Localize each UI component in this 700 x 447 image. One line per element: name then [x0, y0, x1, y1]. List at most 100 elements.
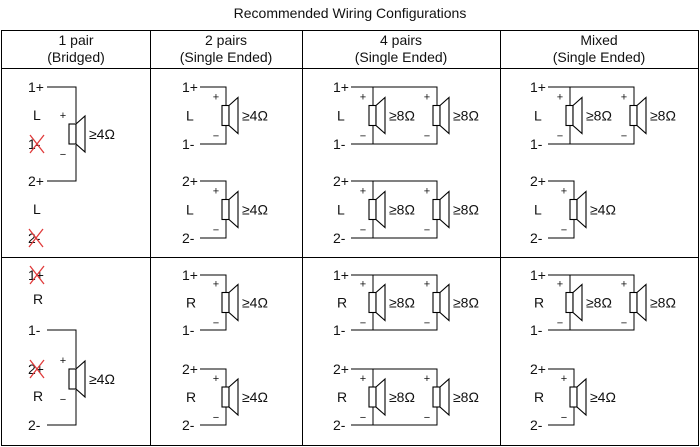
speaker-impedance-label: ≥4Ω [242, 108, 268, 124]
table-border [1, 30, 699, 446]
speaker-impedance-label: ≥4Ω [89, 371, 115, 387]
two-pair-L2-minus-terminal: 2- [182, 230, 195, 246]
speaker-minus-sign: − [424, 131, 430, 143]
speaker-magnet-icon [432, 198, 441, 221]
bridged-L-1plus-terminal: 1+ [28, 79, 44, 95]
four-pair-L2-minus-terminal: 2- [333, 230, 346, 246]
speaker-plus-sign: + [561, 186, 567, 198]
speaker-plus-sign: + [557, 92, 563, 104]
four-pair-R1-minus-terminal: 1- [333, 322, 346, 338]
speaker-minus-sign: − [213, 225, 219, 237]
two-pair-R2-plus-wire [200, 368, 227, 387]
speaker-magnet-icon [569, 386, 578, 408]
two-pair-R2-channel-label: R [186, 389, 196, 405]
speaker-plus-sign: + [360, 186, 366, 198]
two-pair-L2-plus-terminal: 2+ [182, 173, 198, 189]
mixed-R2-channel-label: R [534, 389, 544, 405]
col-4-header-line2: (Single Ended) [553, 49, 646, 65]
speaker-cone-icon [75, 114, 86, 154]
four-pair-L2-minus-bus-wire [351, 219, 438, 239]
speaker-minus-sign: − [60, 149, 66, 161]
mixed-R1-speaker-b [629, 283, 647, 322]
four-pair-R1-channel-label: R [337, 295, 347, 311]
four-pair-R1-minus-bus-wire [351, 312, 438, 331]
two-pair-L1-minus-terminal: 1- [182, 136, 195, 152]
mixed-L2-minus-wire [548, 219, 575, 239]
speaker-plus-sign: + [360, 373, 366, 385]
mixed-R2-minus-terminal: 2- [530, 417, 543, 433]
speaker-minus-sign: − [213, 131, 219, 143]
bridged-L-minus-wire [47, 145, 77, 182]
speaker-impedance-label: ≥4Ω [590, 202, 616, 218]
four-pair-R1-speaker-b [432, 283, 450, 322]
speaker-plus-sign: + [621, 279, 627, 291]
speaker-plus-sign: + [424, 92, 430, 104]
speaker-minus-sign: − [213, 412, 219, 424]
speaker-magnet-icon [569, 198, 578, 221]
speaker-minus-sign: − [557, 318, 563, 330]
four-pair-L2-channel-label: L [337, 202, 345, 218]
speaker-magnet-icon [368, 198, 377, 221]
speaker-minus-sign: − [561, 412, 567, 424]
mixed-R2-minus-wire [548, 407, 575, 426]
bridged-L-channel-label-1: L [33, 107, 41, 123]
mixed-L1-speaker-a [565, 96, 583, 135]
speaker-magnet-icon [68, 368, 77, 390]
two-pair-R1-speaker [221, 283, 239, 322]
four-pair-R2-speaker-b [432, 377, 450, 417]
speaker-magnet-icon [221, 104, 230, 127]
four-pair-R2-plus-bus-wire [351, 368, 438, 387]
speaker-cone-icon [572, 283, 583, 322]
speaker-minus-sign: − [621, 131, 627, 143]
bridged-L-1minus-crossed-icon [29, 134, 45, 154]
speaker-plus-sign: + [213, 373, 219, 385]
speaker-minus-sign: − [557, 131, 563, 143]
speaker-cone-icon [375, 283, 386, 322]
four-pair-L1-speaker-a [368, 96, 386, 135]
bridged-R-speaker [68, 359, 86, 399]
four-pair-L1-minus-terminal: 1- [333, 136, 346, 152]
two-pair-L1-channel-label: L [186, 108, 194, 124]
mixed-R1-speaker-a [565, 283, 583, 322]
bridged-L-speaker [68, 114, 86, 154]
mixed-L1-speaker-b [629, 96, 647, 135]
two-pair-R2-plus-terminal: 2+ [182, 361, 198, 377]
speaker-magnet-icon [368, 291, 377, 314]
col-4-header-line1: Mixed [580, 32, 617, 48]
speaker-minus-sign: − [360, 412, 366, 424]
four-pair-L2-plus-bus-wire [351, 180, 438, 200]
two-pair-R2-minus-wire [200, 407, 227, 426]
speaker-impedance-label: ≥8Ω [586, 108, 612, 124]
four-pair-L2-speaker-b [432, 190, 450, 229]
speaker-impedance-label: ≥8Ω [453, 108, 479, 124]
diagram-title: Recommended Wiring Configurations [234, 5, 467, 21]
speaker-plus-sign: + [424, 186, 430, 198]
speaker-plus-sign: + [213, 279, 219, 291]
mixed-R1-plus-bus-wire [548, 274, 635, 293]
speaker-cone-icon [228, 96, 239, 135]
speaker-minus-sign: − [424, 318, 430, 330]
two-pair-L2-plus-wire [200, 180, 227, 200]
mixed-R1-minus-terminal: 1- [530, 322, 543, 338]
four-pair-L2-plus-terminal: 2+ [333, 173, 349, 189]
speaker-impedance-label: ≥8Ω [389, 389, 415, 405]
two-pair-L2-minus-wire [200, 219, 227, 239]
speaker-cone-icon [439, 96, 450, 135]
speaker-magnet-icon [221, 291, 230, 314]
two-pair-R1-plus-terminal: 1+ [182, 267, 198, 283]
speaker-minus-sign: − [360, 225, 366, 237]
speaker-magnet-icon [368, 104, 377, 127]
four-pair-R2-channel-label: R [337, 389, 347, 405]
mixed-R1-minus-bus-wire [548, 312, 635, 331]
speaker-impedance-label: ≥8Ω [389, 108, 415, 124]
speaker-impedance-label: ≥8Ω [389, 295, 415, 311]
speaker-plus-sign: + [424, 279, 430, 291]
speaker-minus-sign: − [424, 412, 430, 424]
speaker-minus-sign: − [213, 318, 219, 330]
speaker-plus-sign: + [60, 355, 66, 367]
speaker-impedance-label: ≥4Ω [89, 126, 115, 142]
speaker-impedance-label: ≥8Ω [650, 108, 676, 124]
speaker-impedance-label: ≥4Ω [590, 389, 616, 405]
